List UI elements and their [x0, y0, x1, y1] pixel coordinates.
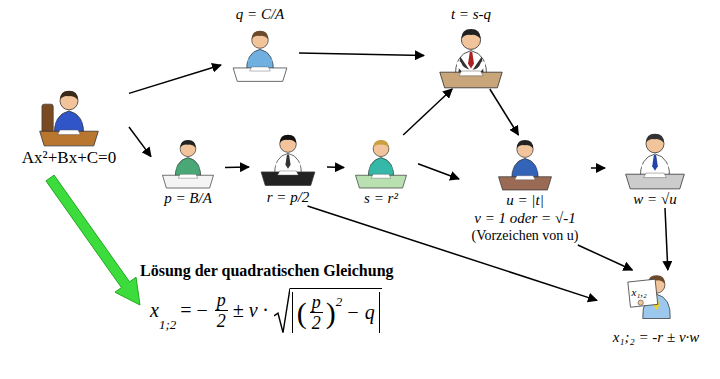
person-drawing	[612, 128, 698, 190]
operator: ± v ·	[233, 299, 268, 322]
person-figure	[157, 135, 219, 189]
person-drawing	[351, 135, 411, 189]
person-figure	[612, 128, 698, 190]
person-drawing	[157, 135, 219, 189]
person-node: u = |t|v = 1 oder = √-1(Vorzeichen von u…	[459, 135, 591, 245]
radicand: (p2)2− q	[290, 288, 382, 333]
exponent: 2	[336, 294, 343, 310]
person-drawing	[229, 23, 291, 85]
parenthesis: )	[326, 296, 336, 330]
subscript: 1;2	[159, 317, 176, 333]
arrow-connector	[665, 208, 668, 270]
person-node: p = B/A	[151, 135, 225, 207]
parenthesis: (	[297, 296, 307, 330]
variable: x	[150, 299, 159, 322]
person-figure	[431, 23, 511, 89]
root-sign	[274, 288, 290, 333]
formula-text: v = 1 oder = √-1	[463, 209, 587, 227]
person-figure	[257, 128, 319, 188]
arrow-connector	[299, 53, 424, 55]
person-figure: x₁,₂	[624, 270, 689, 328]
person-node: q = C/A	[221, 5, 299, 85]
person-node: s = r²	[344, 135, 418, 207]
denominator: 2	[217, 311, 226, 331]
person-figure	[351, 135, 411, 189]
arrow-connector	[225, 166, 249, 168]
arrow-connector	[129, 65, 221, 93]
formula-text: x₁;₂ = -r ± v·w	[601, 328, 711, 346]
formula-text: r = p/2	[253, 188, 323, 206]
operator: = −	[180, 299, 208, 322]
person-node: Ax²+Bx+C=0	[9, 85, 129, 169]
fraction: p2	[310, 292, 323, 333]
formula-text: s = r²	[348, 189, 414, 207]
person-drawing	[624, 270, 689, 328]
formula-text: p = B/A	[155, 189, 221, 207]
person-drawing	[257, 128, 319, 188]
numerator: p	[215, 290, 228, 311]
person-figure	[229, 23, 291, 85]
numerator: p	[310, 292, 323, 313]
formula-text: t = s-q	[428, 5, 514, 23]
formula-text: (Vorzeichen von u)	[463, 227, 587, 245]
radical: (p2)2− q	[274, 288, 382, 333]
arrow-connector	[490, 89, 519, 135]
absolute-value: (p2)2− q	[292, 292, 380, 333]
paper-text: x₁,₂	[632, 286, 647, 298]
person-drawing	[431, 23, 511, 89]
formula-text: q = C/A	[225, 5, 295, 23]
formula-text: w = √u	[609, 190, 701, 208]
person-drawing	[14, 85, 124, 147]
person-figure	[14, 85, 124, 147]
arrow-connector	[578, 245, 633, 270]
green-arrow	[46, 175, 140, 305]
heading: Lösung der quadratischen Gleichung	[140, 262, 394, 280]
person-drawing	[484, 135, 566, 191]
solution-formula: x1;2= −p2± v ·(p2)2− q	[150, 288, 382, 333]
arrow-connector	[403, 89, 452, 135]
person-node: t = s-q	[424, 5, 518, 89]
person-node: r = p/2	[249, 128, 327, 206]
arrow-connector	[308, 206, 598, 300]
arrow-connector	[129, 127, 151, 157]
person-figure	[484, 135, 566, 191]
person-node: w = √u	[605, 128, 705, 208]
formula-text: u = |t|	[463, 191, 587, 209]
arrow-connector	[591, 167, 605, 169]
fraction: p2	[215, 290, 228, 331]
person-node: x₁,₂ x₁;₂ = -r ± v·w	[597, 270, 715, 346]
formula-text: Ax²+Bx+C=0	[13, 147, 125, 169]
denominator: 2	[312, 313, 321, 333]
arrow-connector	[418, 164, 459, 179]
operator: − q	[346, 301, 375, 324]
arrow-connector	[327, 166, 344, 168]
